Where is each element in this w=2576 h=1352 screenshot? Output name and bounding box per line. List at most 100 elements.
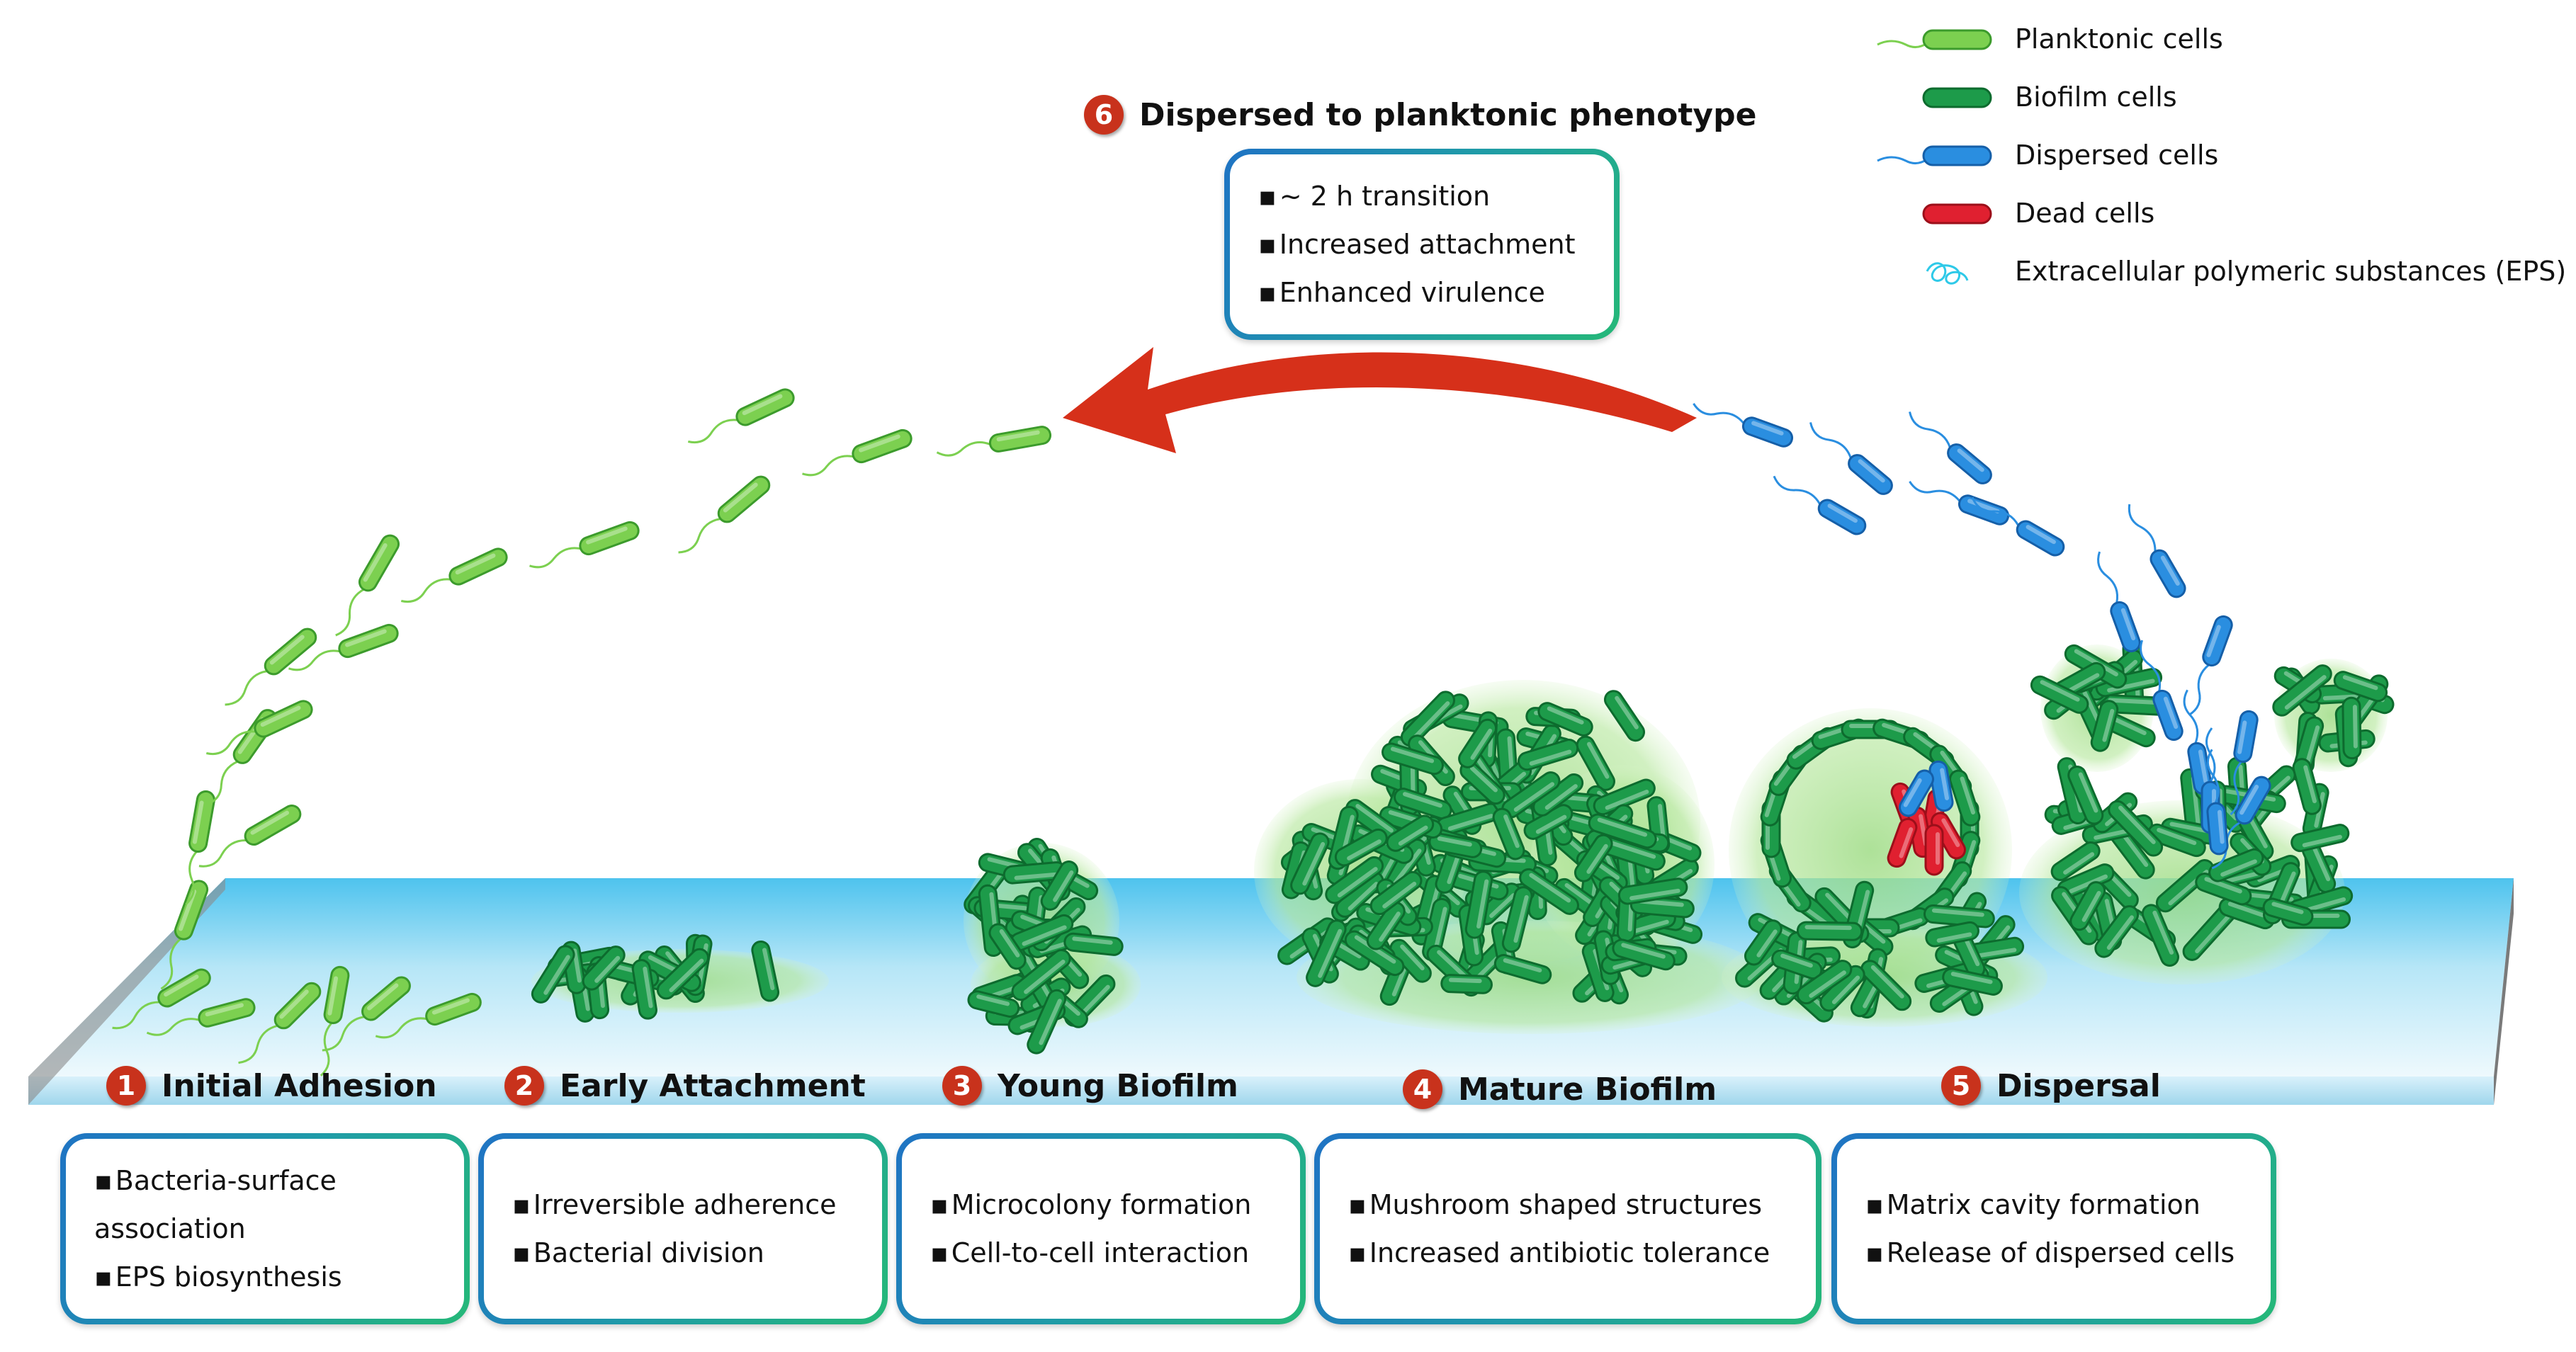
planktonic-cell [146, 998, 256, 1036]
bullet-item: Enhanced virulence [1258, 268, 1586, 317]
biofilm-cell [2108, 800, 2164, 857]
biofilm-cell [1598, 836, 1666, 871]
stage-title: Dispersed to planktonic phenotype [1139, 96, 1757, 133]
planktonic-cell [160, 880, 209, 990]
bullet-item: Irreversible adherence [512, 1181, 854, 1229]
dispersed-cell [1909, 480, 2010, 526]
dead-cell [1887, 817, 1918, 868]
planktonic-cell [225, 627, 317, 706]
biofilm-cell [1382, 742, 1444, 776]
bullet-item: Bacteria-surface association [94, 1157, 349, 1253]
planktonic-cell [322, 976, 411, 1052]
biofilm-cell [1002, 861, 1067, 885]
stage-number-badge: 3 [942, 1066, 982, 1106]
planktonic-cell [238, 982, 322, 1064]
stage-4-info-box: Mushroom shaped structures Increased ant… [1314, 1133, 1821, 1324]
bullet-item: Increased antibiotic tolerance [1348, 1229, 1787, 1277]
stage-title: Initial Adhesion [162, 1067, 437, 1104]
biofilm-cell [1290, 832, 1330, 895]
stage-number-badge: 1 [106, 1066, 146, 1106]
biofilm-cell [1458, 718, 1498, 768]
surface-side [2494, 878, 2514, 1105]
biofilm-cell [1366, 902, 1406, 950]
biofilm-cell [1440, 974, 1493, 994]
biofilm-cell [1027, 989, 1067, 1055]
dispersed-cell [1809, 422, 1893, 495]
biofilm-cell [2090, 700, 2119, 752]
legend-label: Dispersed cells [2015, 140, 2219, 171]
bullet-item: ~ 2 h transition [1258, 172, 1586, 220]
biofilm-cell [2050, 841, 2101, 882]
legend-item-biofilm: Biofilm cells [1870, 68, 2566, 126]
biofilm-cell [2141, 904, 2179, 967]
biofilm-cell [1063, 932, 1124, 956]
stage-title: Early Attachment [560, 1067, 866, 1104]
legend-item-eps: Extracellular polymeric substances (EPS) [1870, 242, 2566, 300]
biofilm-cell [2095, 668, 2163, 698]
biofilm-cell [1501, 771, 1561, 819]
stage-number-badge: 5 [1941, 1066, 1981, 1106]
planktonic-cell [936, 426, 1052, 457]
stage-5-title: 5 Dispersal [1941, 1066, 2161, 1106]
dispersed-cell [1971, 496, 2065, 557]
stage-number-badge: 2 [504, 1066, 544, 1106]
biofilm-cell [1517, 739, 1579, 771]
dispersed-cell [1899, 769, 1934, 817]
biofilm-cell [1428, 832, 1483, 858]
dispersed-cell [1773, 475, 1867, 535]
biofilm-cell [1574, 834, 1613, 882]
biofilm-cell [1523, 804, 1574, 840]
biofilm-cell [1011, 949, 1071, 1001]
biofilm-cell [2292, 758, 2322, 815]
legend-item-dead: Dead cells [1870, 184, 2566, 242]
biofilm-cell [2262, 897, 2314, 926]
dispersed-cell [2206, 749, 2229, 856]
dispersed-cell [2140, 640, 2184, 742]
stage-2-info-box: Irreversible adherence Bacterial divisio… [478, 1133, 888, 1324]
planktonic-cell [288, 623, 399, 671]
bullet-item: Bacterial division [512, 1229, 854, 1277]
dispersed-cell [1928, 760, 1954, 812]
biofilm-cell [751, 940, 780, 1002]
biofilm-cell [1948, 769, 1981, 826]
stage-title: Young Biofilm [998, 1067, 1238, 1104]
dead-cell-icon [1922, 203, 1992, 225]
stage-3-info-box: Microcolony formation Cell-to-cell inter… [896, 1133, 1306, 1324]
biofilm-cell [1537, 702, 1593, 737]
biofilm-cell [2030, 675, 2089, 714]
biofilm-cell [1603, 690, 1645, 742]
biofilm-cell [1464, 870, 1493, 939]
legend-label: Extracellular polymeric substances (EPS) [2015, 256, 2567, 287]
biofilm-cell [1369, 870, 1423, 916]
bullet-item: Microcolony formation [930, 1181, 1272, 1229]
planktonic-cell [185, 790, 215, 905]
biofilm-cell [1588, 813, 1657, 849]
biofilm-cell [1492, 807, 1525, 860]
planktonic-cell [529, 521, 640, 569]
dispersed-cell [1693, 402, 1794, 448]
legend-label: Dead cells [2015, 198, 2155, 229]
biofilm-cell [2208, 848, 2264, 882]
dispersed-cell [1909, 411, 1992, 484]
planktonic-cell [320, 965, 350, 1077]
biofilm-cell [1386, 814, 1435, 852]
dead-cell [1924, 824, 1944, 876]
planktonic-cell [205, 700, 313, 756]
surface-front [28, 1077, 2494, 1105]
stage-1-title: 1 Initial Adhesion [106, 1066, 437, 1106]
biofilm-cell [1576, 735, 1615, 791]
stage-2-title: 2 Early Attachment [504, 1066, 866, 1106]
biofilm-cell [1400, 691, 1455, 747]
biofilm-cell [1744, 919, 1783, 966]
stage-3-title: 3 Young Biofilm [942, 1066, 1238, 1106]
bullet-item: EPS biosynthesis [94, 1253, 436, 1301]
biofilm-cell-icon [1922, 87, 1992, 108]
return-arrow [1063, 347, 1697, 453]
stage-6-title: 6 Dispersed to planktonic phenotype [1084, 95, 1756, 135]
biofilm-cell [2341, 696, 2362, 760]
bullet-item: Mushroom shaped structures [1348, 1181, 1787, 1229]
stage-number-badge: 4 [1403, 1069, 1442, 1109]
biofilm-cell [1612, 938, 1676, 971]
stage-5-info-box: Matrix cavity formation Release of dispe… [1831, 1133, 2276, 1324]
dispersed-cell [2097, 551, 2141, 653]
